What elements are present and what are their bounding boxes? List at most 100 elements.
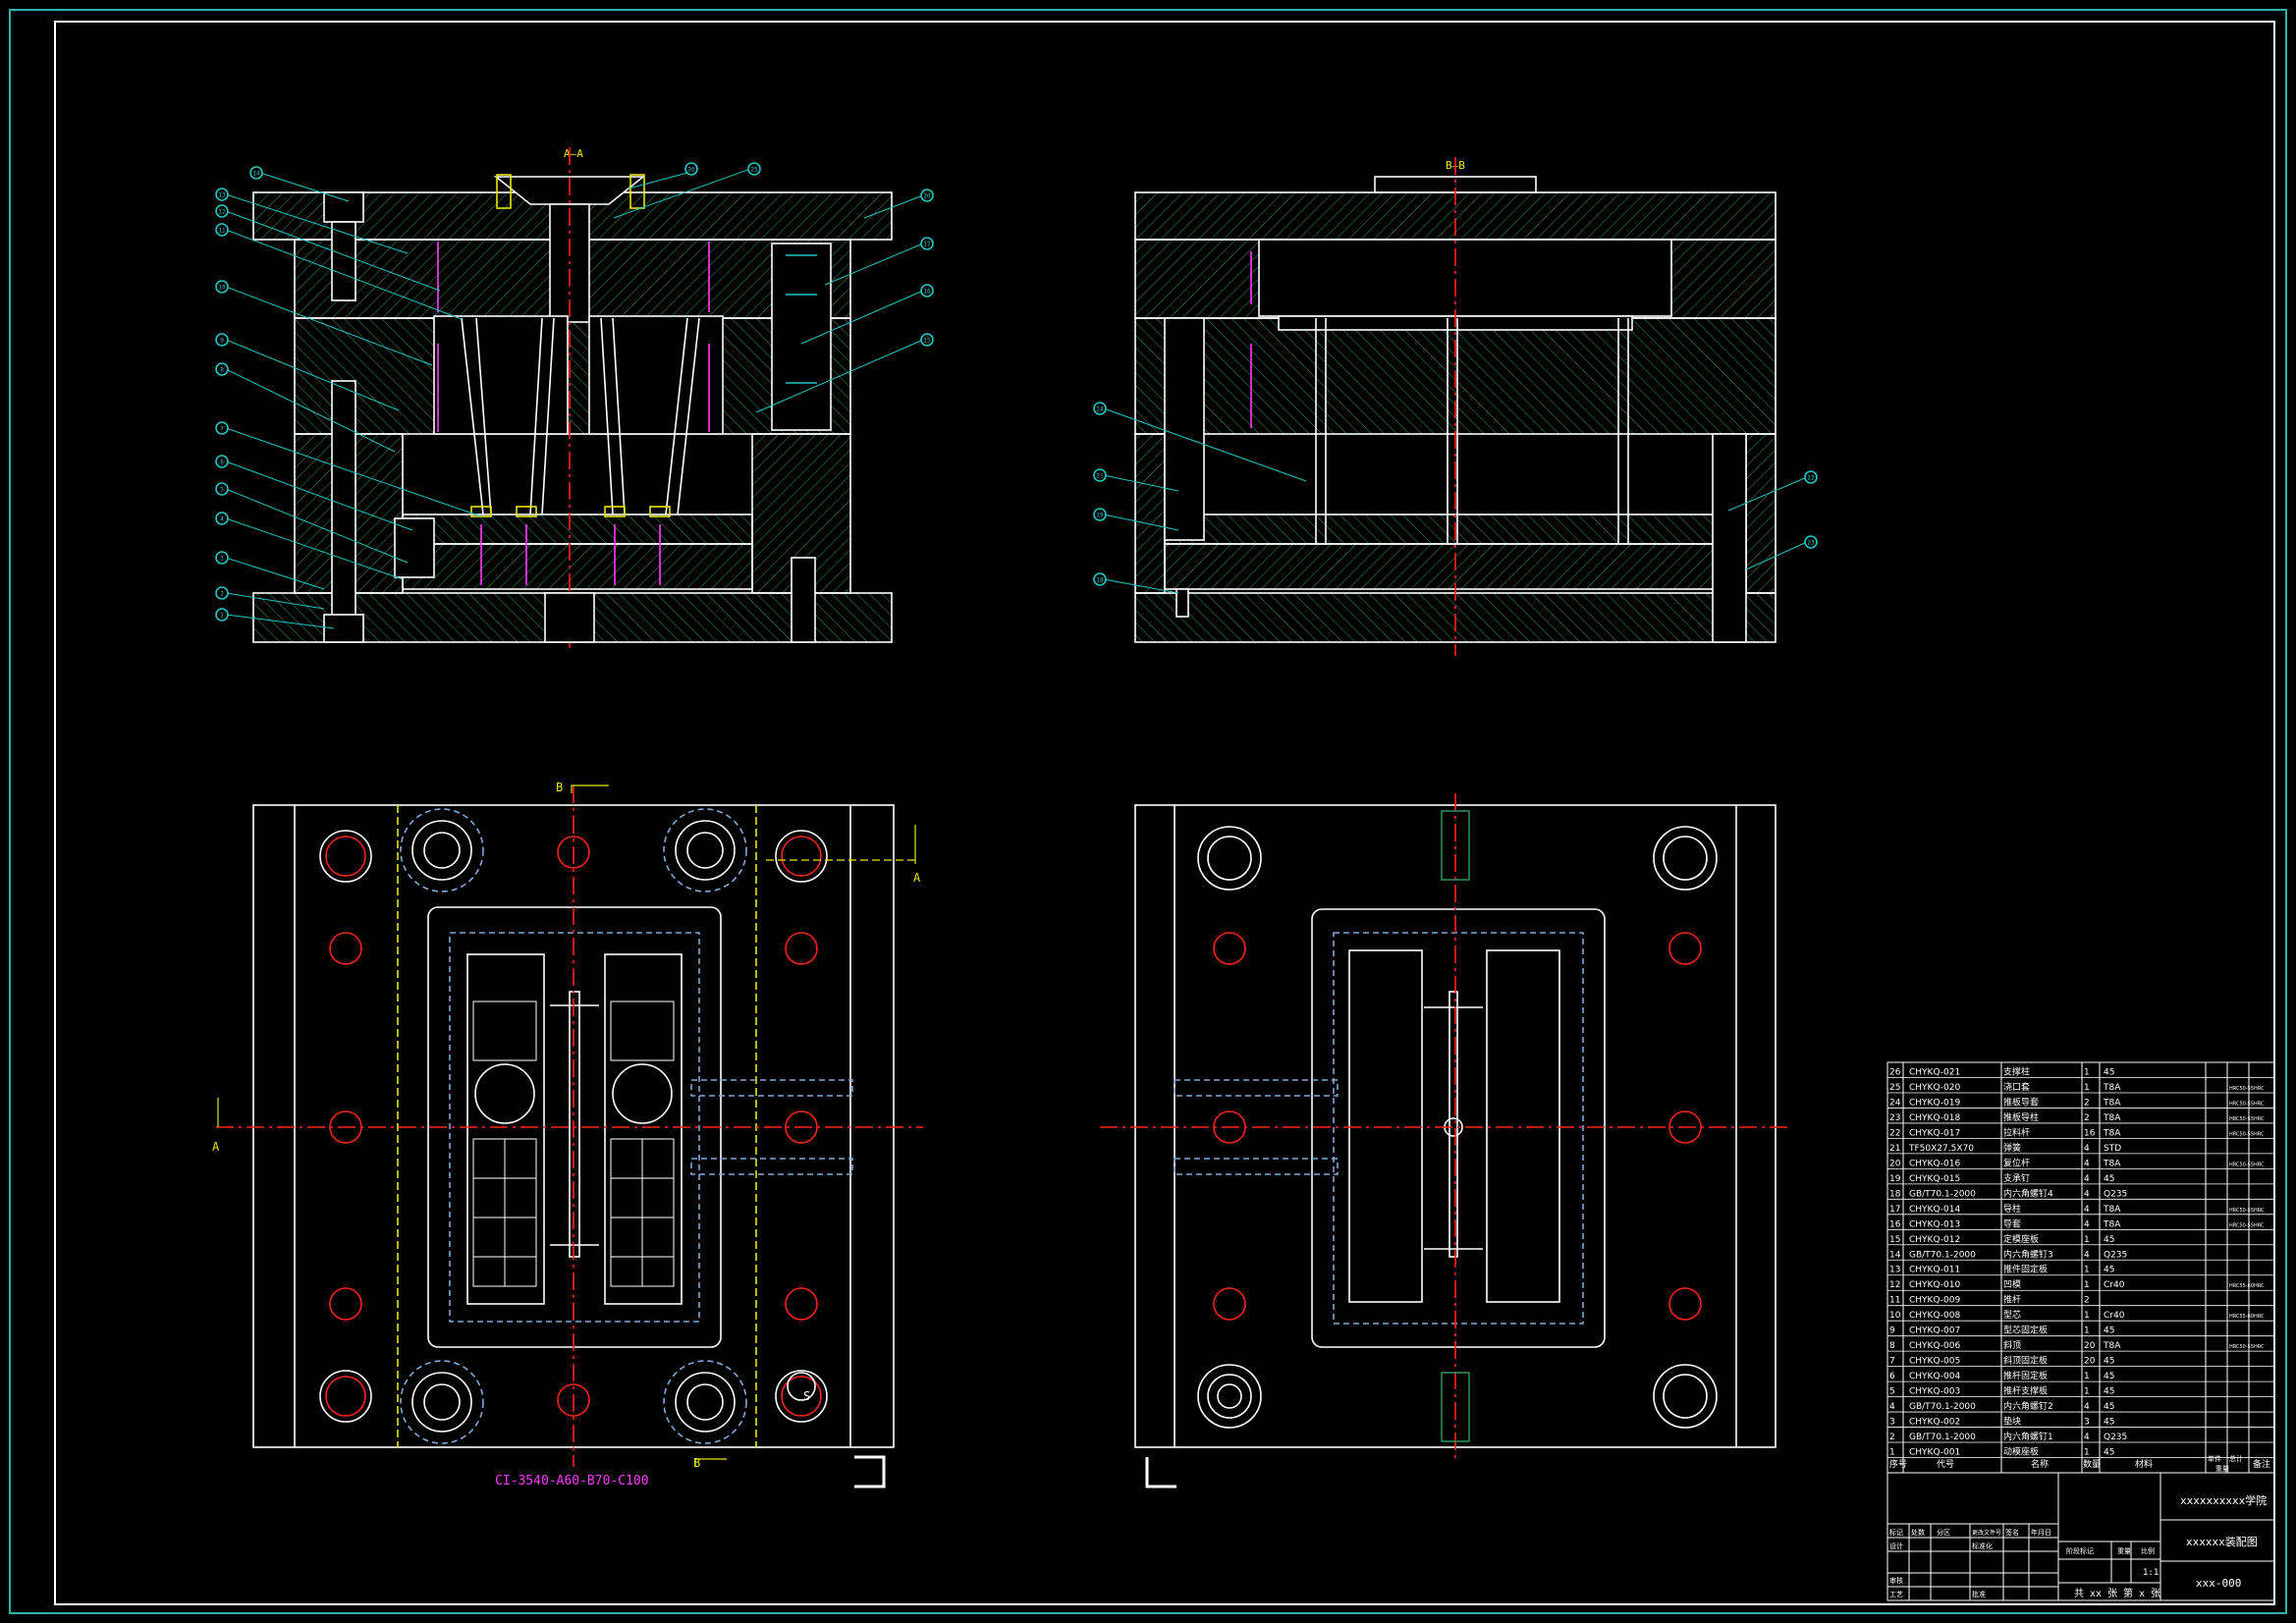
bom-cell-note: HRC50-55HRC [2229,1208,2265,1214]
bom-cell-no: 5 [1889,1387,1895,1397]
bom-cell-name: 内六角螺钉2 [2003,1400,2053,1412]
drawing-number: xxx-000 [2196,1577,2241,1590]
bom-cell-qty: 4 [2084,1189,2090,1199]
bom-cell-mat: T8A [2103,1098,2121,1108]
bom-cell-qty: 2 [2084,1113,2090,1123]
bom-cell-mat: T8A [2103,1205,2121,1215]
callout-number: 18 [1096,577,1104,584]
bom-cell-name: 导柱 [2003,1203,2021,1215]
bom-cell-note: HRC55-60HRC [2229,1283,2265,1289]
bom-cell-no: 9 [1889,1326,1895,1336]
bom-cell-mat: 45 [2104,1235,2114,1245]
bom-cell-code: CHYKQ-003 [1909,1387,1960,1397]
callout-number: 8 [220,367,224,374]
bom-cell-name: 内六角螺钉4 [2003,1187,2053,1199]
tb-zone: 分区 [1937,1528,1950,1537]
callout-number: 14 [252,171,260,178]
callout-number: 20 [923,193,931,200]
bom-cell-qty: 1 [2084,1266,2090,1275]
bom-cell-mat: T8A [2103,1083,2121,1093]
bom-cell-name: 凹模 [2003,1279,2021,1290]
bom-cell-mat: 45 [2104,1326,2114,1336]
bom-cell-note: HRC50-55HRC [2229,1162,2265,1167]
bom-cell-name: 推板导柱 [2003,1111,2039,1123]
bom-cell-no: 4 [1889,1402,1895,1412]
bom-cell-mat: 45 [2104,1402,2114,1412]
bom-cell-code: TF50X27.5X70 [1908,1144,1974,1154]
bom-cell-name: 内六角螺钉3 [2003,1248,2053,1260]
bom-cell-note: HRC50-55HRC [2229,1086,2265,1092]
mold-base-code: CI-3540-A60-B70-C100 [495,1474,649,1488]
bom-cell-code: CHYKQ-014 [1909,1205,1960,1215]
bom-header-note: 备注 [2253,1458,2270,1470]
callout-number: 15 [923,338,931,345]
section-a-label: A—A [564,147,583,160]
bom-cell-code: CHYKQ-013 [1909,1219,1960,1229]
bom-cell-qty: 4 [2084,1174,2090,1184]
callout-number: 23 [1807,540,1815,547]
callout-bubbles-b [1093,402,1818,586]
bom-cell-no: 17 [1889,1205,1900,1215]
bom-cell-no: 20 [1889,1159,1901,1168]
callout-number: 2 [220,591,224,598]
bom-cell-code: CHYKQ-007 [1909,1326,1960,1336]
bom-cell-mat: T8A [2103,1113,2121,1123]
bom-cell-qty: 16 [2084,1128,2096,1138]
tb-ratio: 比例 [2141,1546,2155,1555]
tb-change-no: 更改文件号 [1972,1529,2001,1537]
bom-cell-qty: 20 [2084,1341,2096,1351]
callout-number: 12 [218,209,226,216]
bom-cell-name: 推杆 [2003,1294,2021,1306]
bom-cell-qty: 1 [2084,1448,2090,1458]
bom-cell-qty: 1 [2084,1387,2090,1397]
tb-std: 标准化 [1972,1542,1993,1550]
bom-cell-mat: STD [2104,1144,2121,1154]
bom-cell-code: CHYKQ-005 [1909,1357,1960,1367]
bom-cell-name: 型芯固定板 [2003,1325,2048,1336]
bom-cell-name: 斜顶固定板 [2003,1355,2048,1367]
bom-cell-no: 1 [1889,1448,1895,1458]
bom-cell-no: 24 [1889,1098,1901,1108]
bom-cell-no: 22 [1889,1128,1900,1138]
callout-number: 16 [923,289,931,296]
cut-mark-a-right: A [913,871,921,885]
bom-cell-no: 6 [1889,1372,1895,1381]
bom-cell-code: CHYKQ-006 [1909,1341,1960,1351]
bom-cell-mat: Q235 [2104,1250,2127,1260]
bom-cell-mat: T8A [2103,1128,2121,1138]
bom-cell-code: CHYKQ-009 [1909,1296,1960,1306]
bom-cell-name: 推板导套 [2003,1096,2039,1108]
bom-cell-mat: Cr40 [2104,1280,2125,1290]
drawing-name: xxxxxx装配图 [2186,1536,2258,1548]
plan-view-left: S B A A B CI-3540-A60-B70-C100 [212,781,923,1488]
tb-date: 年月日 [2031,1528,2051,1537]
bom-cell-name: 导套 [2003,1217,2021,1229]
tb-signature: 签名 [2005,1528,2019,1537]
bom-cell-code: GB/T70.1-2000 [1909,1433,1976,1442]
bom-cell-mat: 45 [2104,1174,2114,1184]
bom-cell-name: 定模座板 [2003,1233,2039,1245]
callout-number: 21 [1096,473,1104,480]
callout-number: 3 [220,556,224,563]
bom-cell-code: CHYKQ-020 [1909,1083,1960,1093]
bom-cell-qty: 4 [2084,1159,2090,1168]
school-name: xxxxxxxxxx学院 [2180,1493,2267,1507]
bom-cell-code: CHYKQ-015 [1909,1174,1960,1184]
bom-cell-no: 12 [1889,1280,1900,1290]
bom-cell-name: 支承钉 [2003,1172,2030,1184]
bom-cell-no: 3 [1889,1418,1895,1428]
bom-cell-mat: Cr40 [2104,1311,2125,1321]
bom-cell-mat: 45 [2104,1067,2114,1077]
bom-cell-mat: T8A [2103,1341,2121,1351]
outer-frame [9,9,2287,1614]
bom-cell-name: 支撑柱 [2003,1065,2030,1077]
bom-cell-code: CHYKQ-016 [1909,1159,1960,1168]
bom-cell-mat: 45 [2104,1418,2114,1428]
bom-cell-no: 10 [1889,1311,1901,1321]
bom-cell-name: 动模座板 [2003,1446,2039,1458]
callout-number: 6 [220,460,224,466]
bom-header-name: 名称 [2031,1458,2049,1470]
bom-cell-code: CHYKQ-018 [1909,1113,1960,1123]
tb-count: 处数 [1911,1528,1925,1537]
